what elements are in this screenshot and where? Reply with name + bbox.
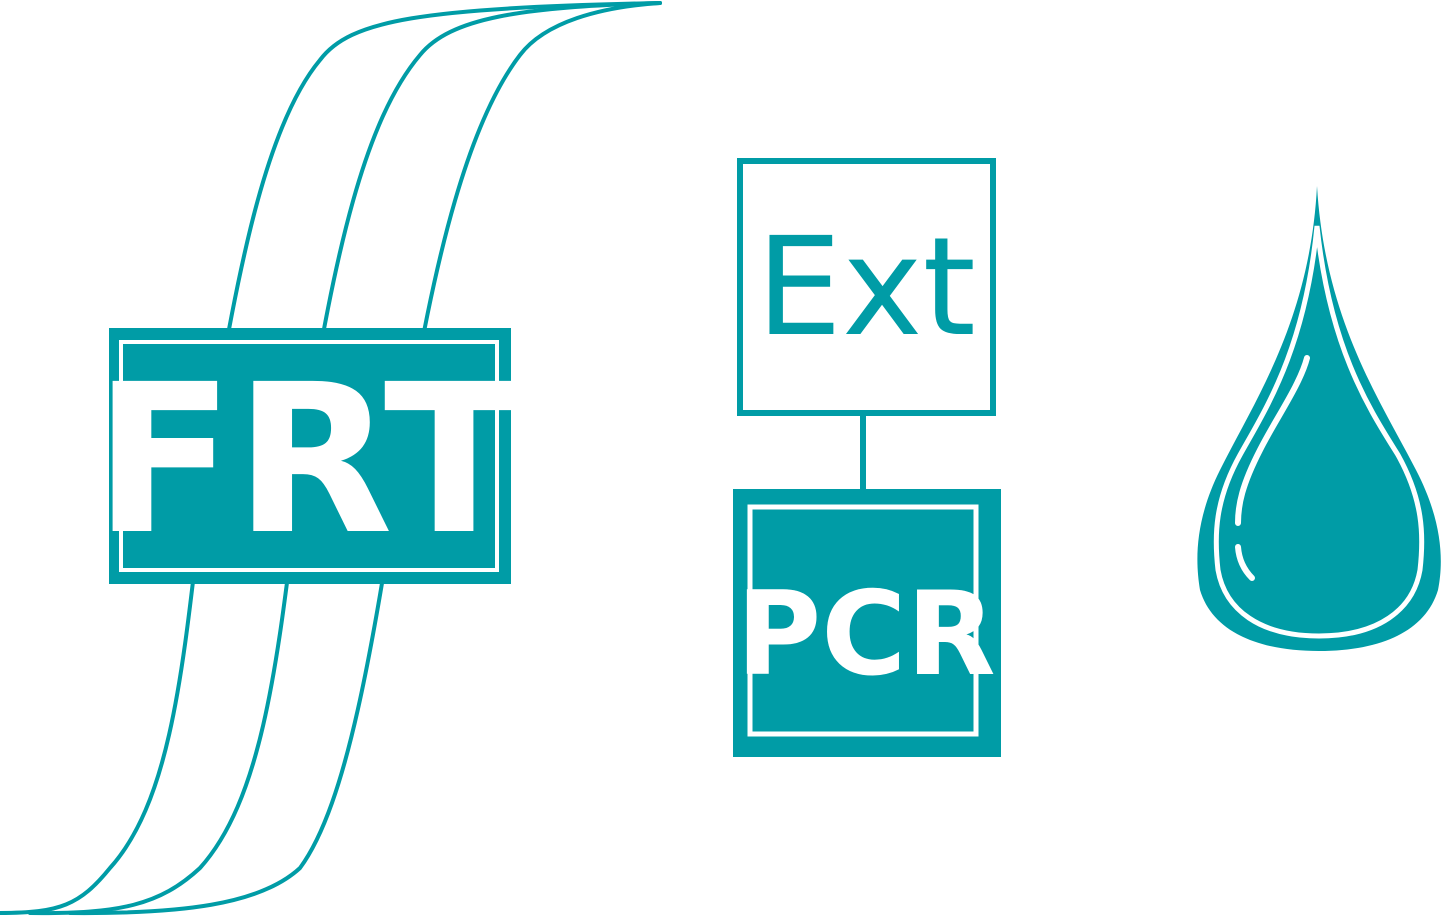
droplet-icon [1197, 186, 1441, 651]
pcr-box-inner-frame [747, 504, 979, 737]
droplet-highlight-dot [1235, 544, 1255, 581]
pcr-box: PCR [733, 489, 1001, 757]
frt-label: FRT [94, 340, 525, 580]
droplet-highlight-arc [1235, 355, 1310, 526]
ext-label: Ext [756, 209, 976, 367]
pcr-label: PCR [736, 567, 995, 702]
pcr-box-outer [733, 489, 1001, 757]
droplet-outer [1197, 186, 1441, 651]
frt-box-inner-frame [119, 340, 499, 572]
droplet-white-ring [1213, 225, 1425, 639]
frt-box: FRT [94, 328, 525, 584]
ext-box-frame [737, 158, 996, 416]
frt-box-outer [109, 328, 511, 584]
ext-box: Ext [737, 158, 996, 416]
